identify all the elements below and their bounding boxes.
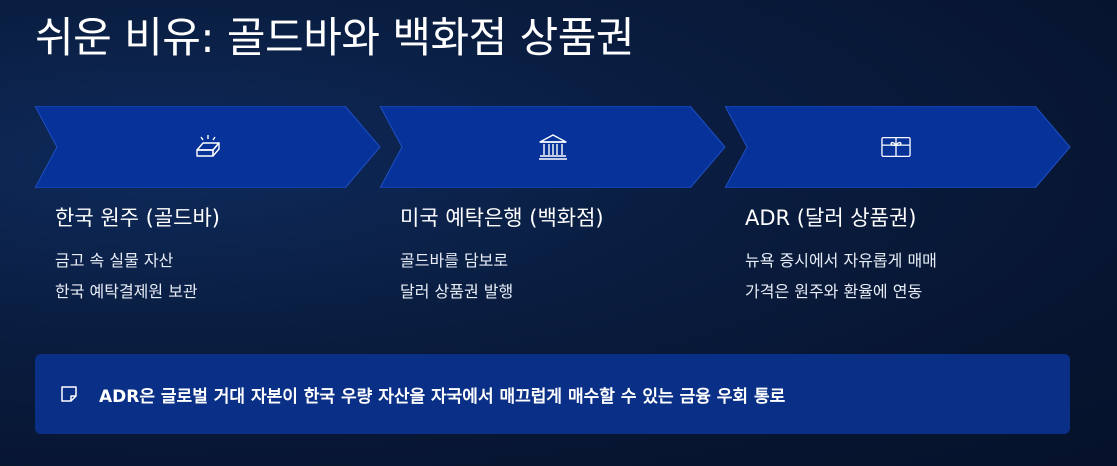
callout-text: ADR은 글로벌 거대 자본이 한국 우량 자산을 자국에서 매끄럽게 매수할 … [99,382,785,407]
callout-text-emphasis: 금융 우회 통로 [679,386,786,407]
chevron-step-2 [380,106,726,188]
page-title: 쉬운 비유: 골드바와 백화점 상품권 [35,13,635,62]
step-heading: ADR (달러 상품권) [745,206,917,230]
step-heading: 한국 원주 (골드바) [55,206,220,230]
step-line: 금고 속 실물 자산 [55,251,174,270]
gift-card-icon [881,132,911,162]
step-1-details: 한국 원주 (골드바) 금고 속 실물 자산 한국 예탁결제원 보관 [55,203,375,307]
chevron-step-1 [35,106,381,188]
step-3-details: ADR (달러 상품권) 뉴욕 증시에서 자유롭게 매매 가격은 원주와 환율에… [745,203,1065,307]
bank-icon [538,132,568,162]
note-icon [59,384,79,404]
step-heading: 미국 예탁은행 (백화점) [400,206,604,230]
gold-bar-icon [193,132,223,162]
step-line: 한국 예탁결제원 보관 [55,282,198,301]
step-line: 골드바를 담보로 [400,251,509,270]
step-line: 뉴욕 증시에서 자유롭게 매매 [745,251,937,270]
callout-text-plain: ADR은 글로벌 거대 자본이 한국 우량 자산을 자국에서 매끄럽게 매수할 … [99,386,680,407]
step-line: 달러 상품권 발행 [400,282,514,301]
callout-note: ADR은 글로벌 거대 자본이 한국 우량 자산을 자국에서 매끄럽게 매수할 … [35,354,1070,434]
step-line: 가격은 원주와 환율에 연동 [745,282,923,301]
chevron-step-3 [725,106,1071,188]
process-chevrons [35,106,1075,188]
step-2-details: 미국 예탁은행 (백화점) 골드바를 담보로 달러 상품권 발행 [400,203,720,307]
